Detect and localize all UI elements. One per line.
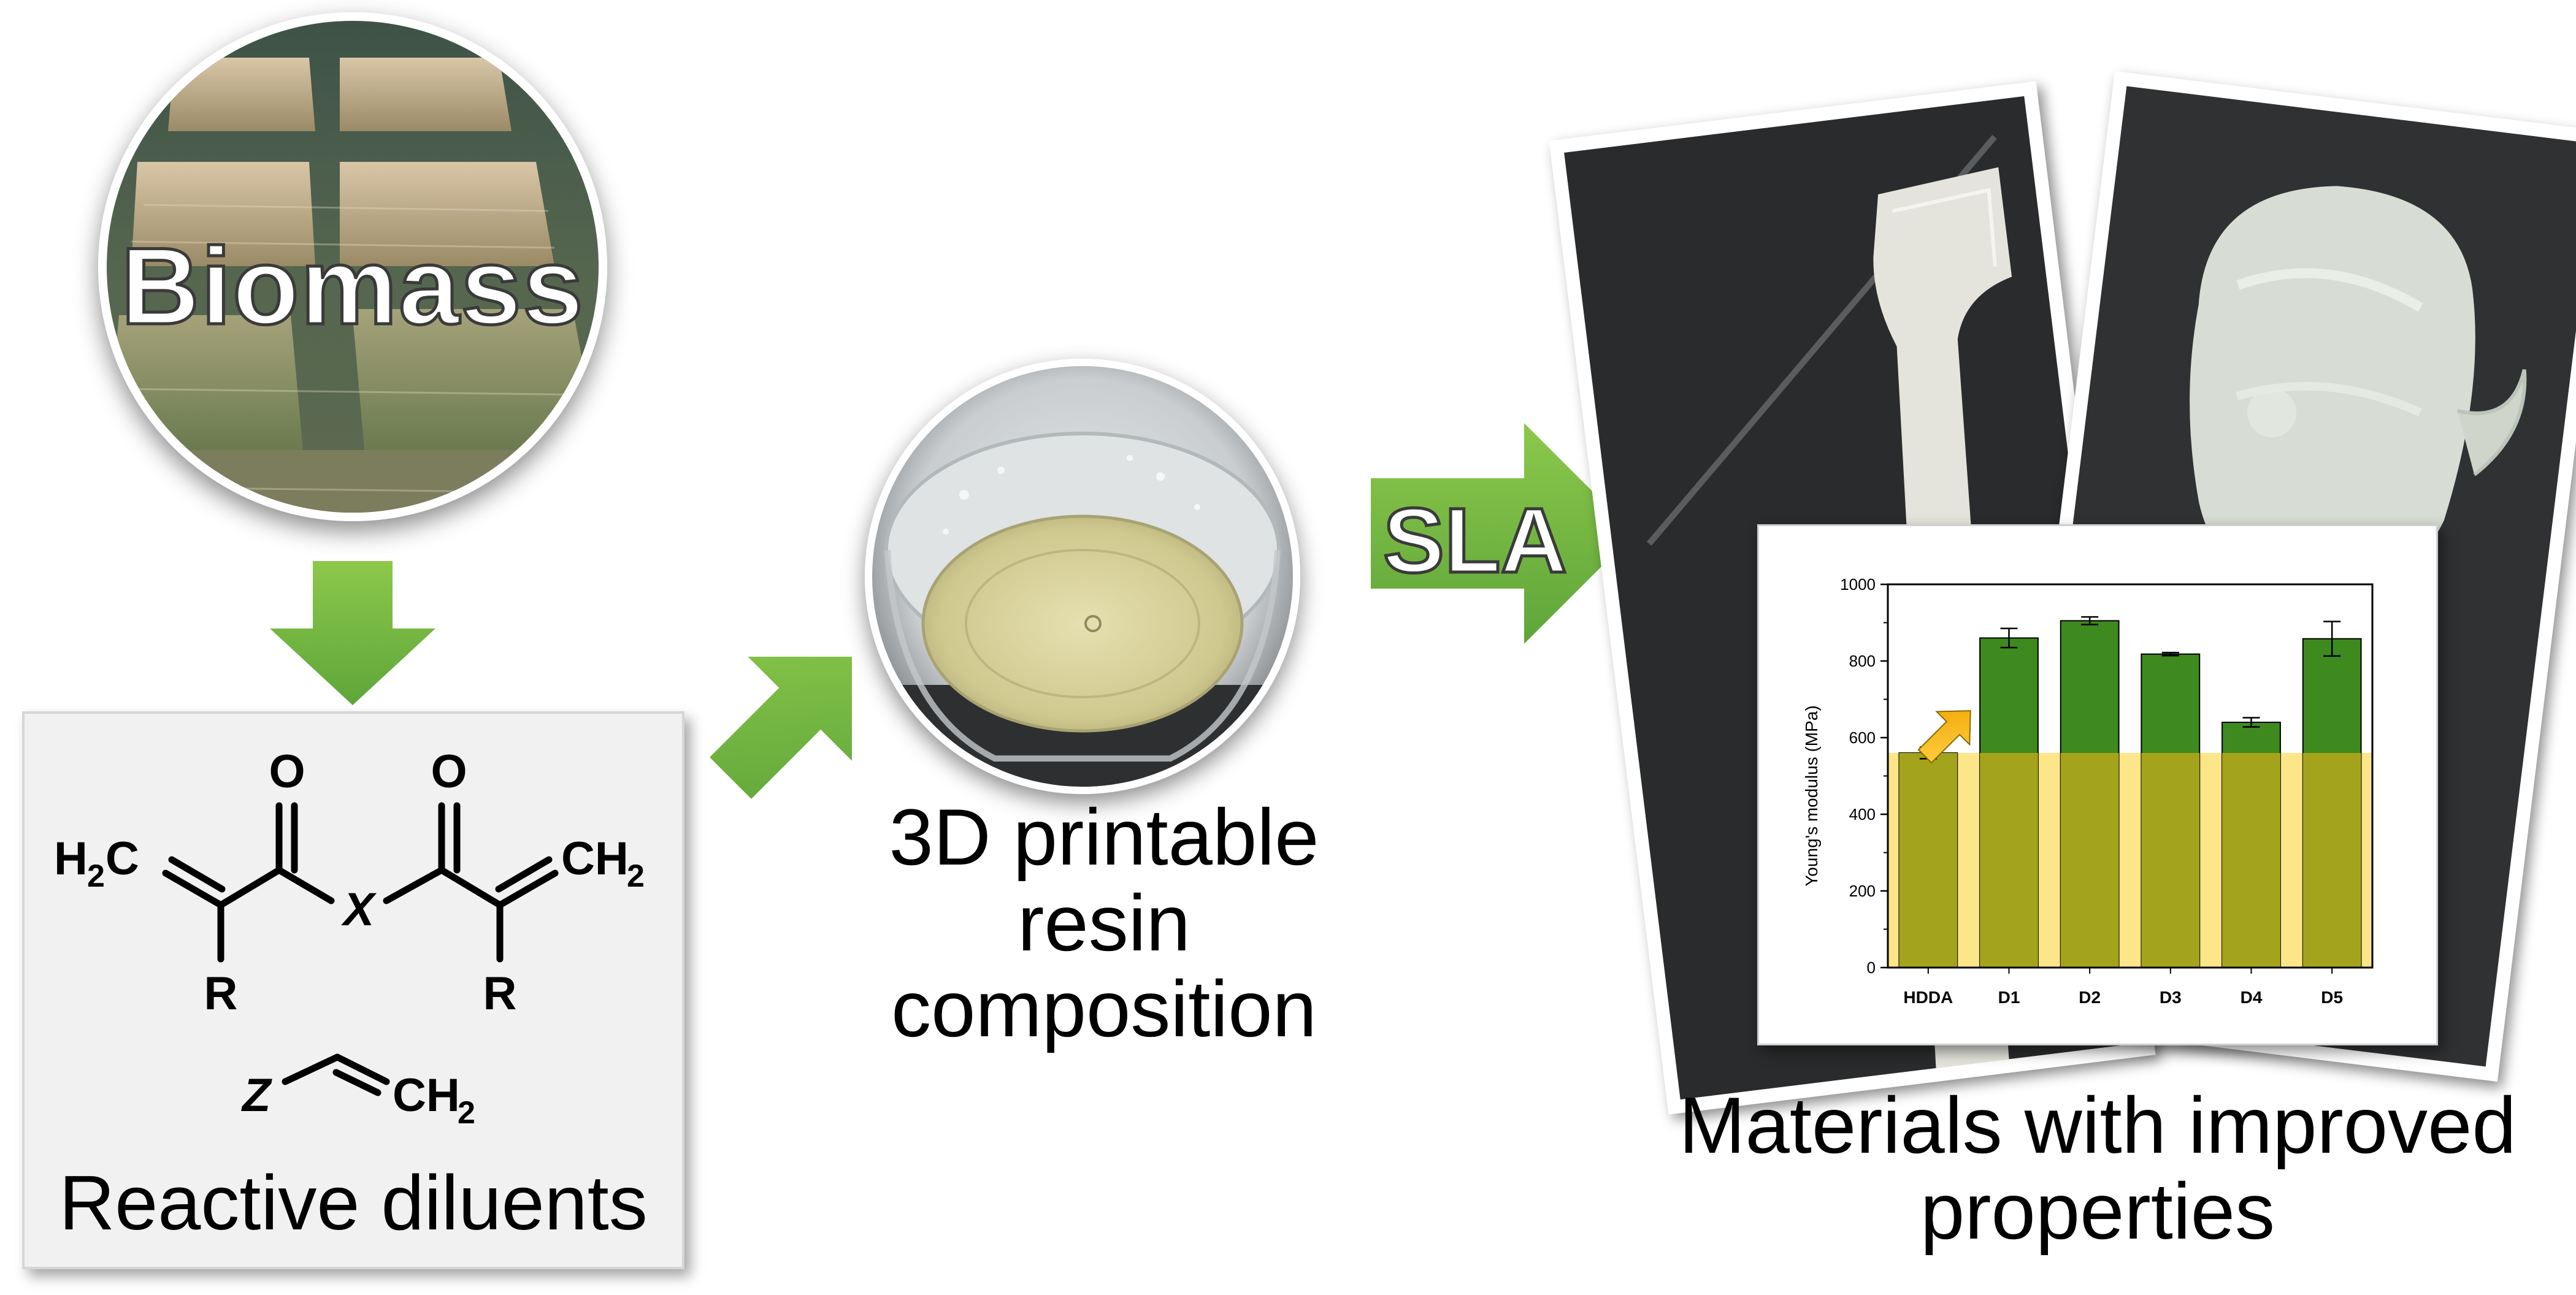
down-arrow-icon [270, 561, 435, 705]
improvement-arrow-icon [1917, 710, 1971, 764]
bar-baseline-d1 [1980, 753, 2038, 968]
resin-cup-photo [865, 359, 1300, 794]
baseline-band [1888, 753, 2372, 968]
atom-sub2-left: 2 [87, 858, 105, 894]
biomass-label: Biomass [120, 224, 585, 349]
x-tick-label-d4: D4 [2241, 988, 2263, 1007]
atom-sub2-right: 2 [627, 858, 645, 894]
atom-z: Z [241, 1069, 272, 1121]
sla-label: SLA [1382, 487, 1569, 594]
resin-cup-image [872, 366, 1293, 787]
x-tick-label-d2: D2 [2079, 988, 2101, 1007]
youngs-modulus-chart-card: HDDA D1 D2 D3 D4 D5 0 200 400 600 800 1000 Young's … [1757, 524, 2438, 1045]
y-tick-label-400: 400 [1849, 805, 1876, 823]
materials-line-2: properties [1920, 1166, 2275, 1256]
atom-ch-vinyl: CH [393, 1069, 460, 1121]
reactive-diluents-label: Reactive diluents [59, 1159, 648, 1246]
atom-sub2-vinyl: 2 [458, 1095, 475, 1131]
bar-baseline-d4 [2222, 753, 2280, 968]
reactive-diluents-panel: O O H 2 C CH 2 X R R Z CH 2 Reactive dil… [22, 711, 684, 1269]
x-tick-label-d5: D5 [2321, 988, 2343, 1007]
bar-baseline-d2 [2060, 753, 2119, 968]
youngs-modulus-bar-chart: HDDA D1 D2 D3 D4 D5 0 200 400 600 800 1000 Young's … [1802, 575, 2374, 1007]
bar-baseline-d3 [2141, 753, 2200, 968]
y-tick-label-0: 0 [1867, 958, 1876, 977]
atom-ch-right: CH [561, 833, 629, 885]
resin-line-1: 3D printable [889, 792, 1319, 882]
atom-o-left: O [269, 746, 305, 798]
atom-o-right: O [431, 746, 467, 798]
right-arrow-icon [1371, 423, 1635, 644]
atom-r-right: R [483, 968, 517, 1020]
bar-baseline-d5 [2302, 753, 2361, 968]
y-tick-label-200: 200 [1849, 882, 1876, 900]
biomass-photo: Biomass [98, 12, 607, 521]
diagonal-arrow-icon [705, 632, 877, 803]
diluent-structure-diagram: O O H 2 C CH 2 X R R Z CH 2 [54, 746, 645, 1131]
resin-line-3: composition [891, 964, 1317, 1053]
atom-h-left: H [54, 833, 88, 885]
y-axis-label: Young's modulus (MPa) [1802, 705, 1821, 886]
materials-line-1: Materials with improved [1679, 1080, 2517, 1170]
atom-r-left: R [204, 968, 238, 1020]
x-tick-label-hdda: HDDA [1903, 988, 1953, 1007]
resin-line-2: resin [1018, 878, 1190, 968]
y-tick-label-800: 800 [1849, 652, 1876, 670]
x-tick-label-d3: D3 [2160, 988, 2182, 1007]
atom-x: X [341, 884, 377, 936]
bar-baseline-hdda [1899, 753, 1958, 968]
improvement-arrow-shape [1917, 710, 1971, 764]
x-tick-label-d1: D1 [1998, 988, 2020, 1007]
y-tick-label-1000: 1000 [1840, 575, 1876, 594]
y-tick-label-600: 600 [1849, 728, 1876, 747]
field-plots-image [107, 21, 599, 513]
atom-c-left: C [105, 833, 139, 885]
